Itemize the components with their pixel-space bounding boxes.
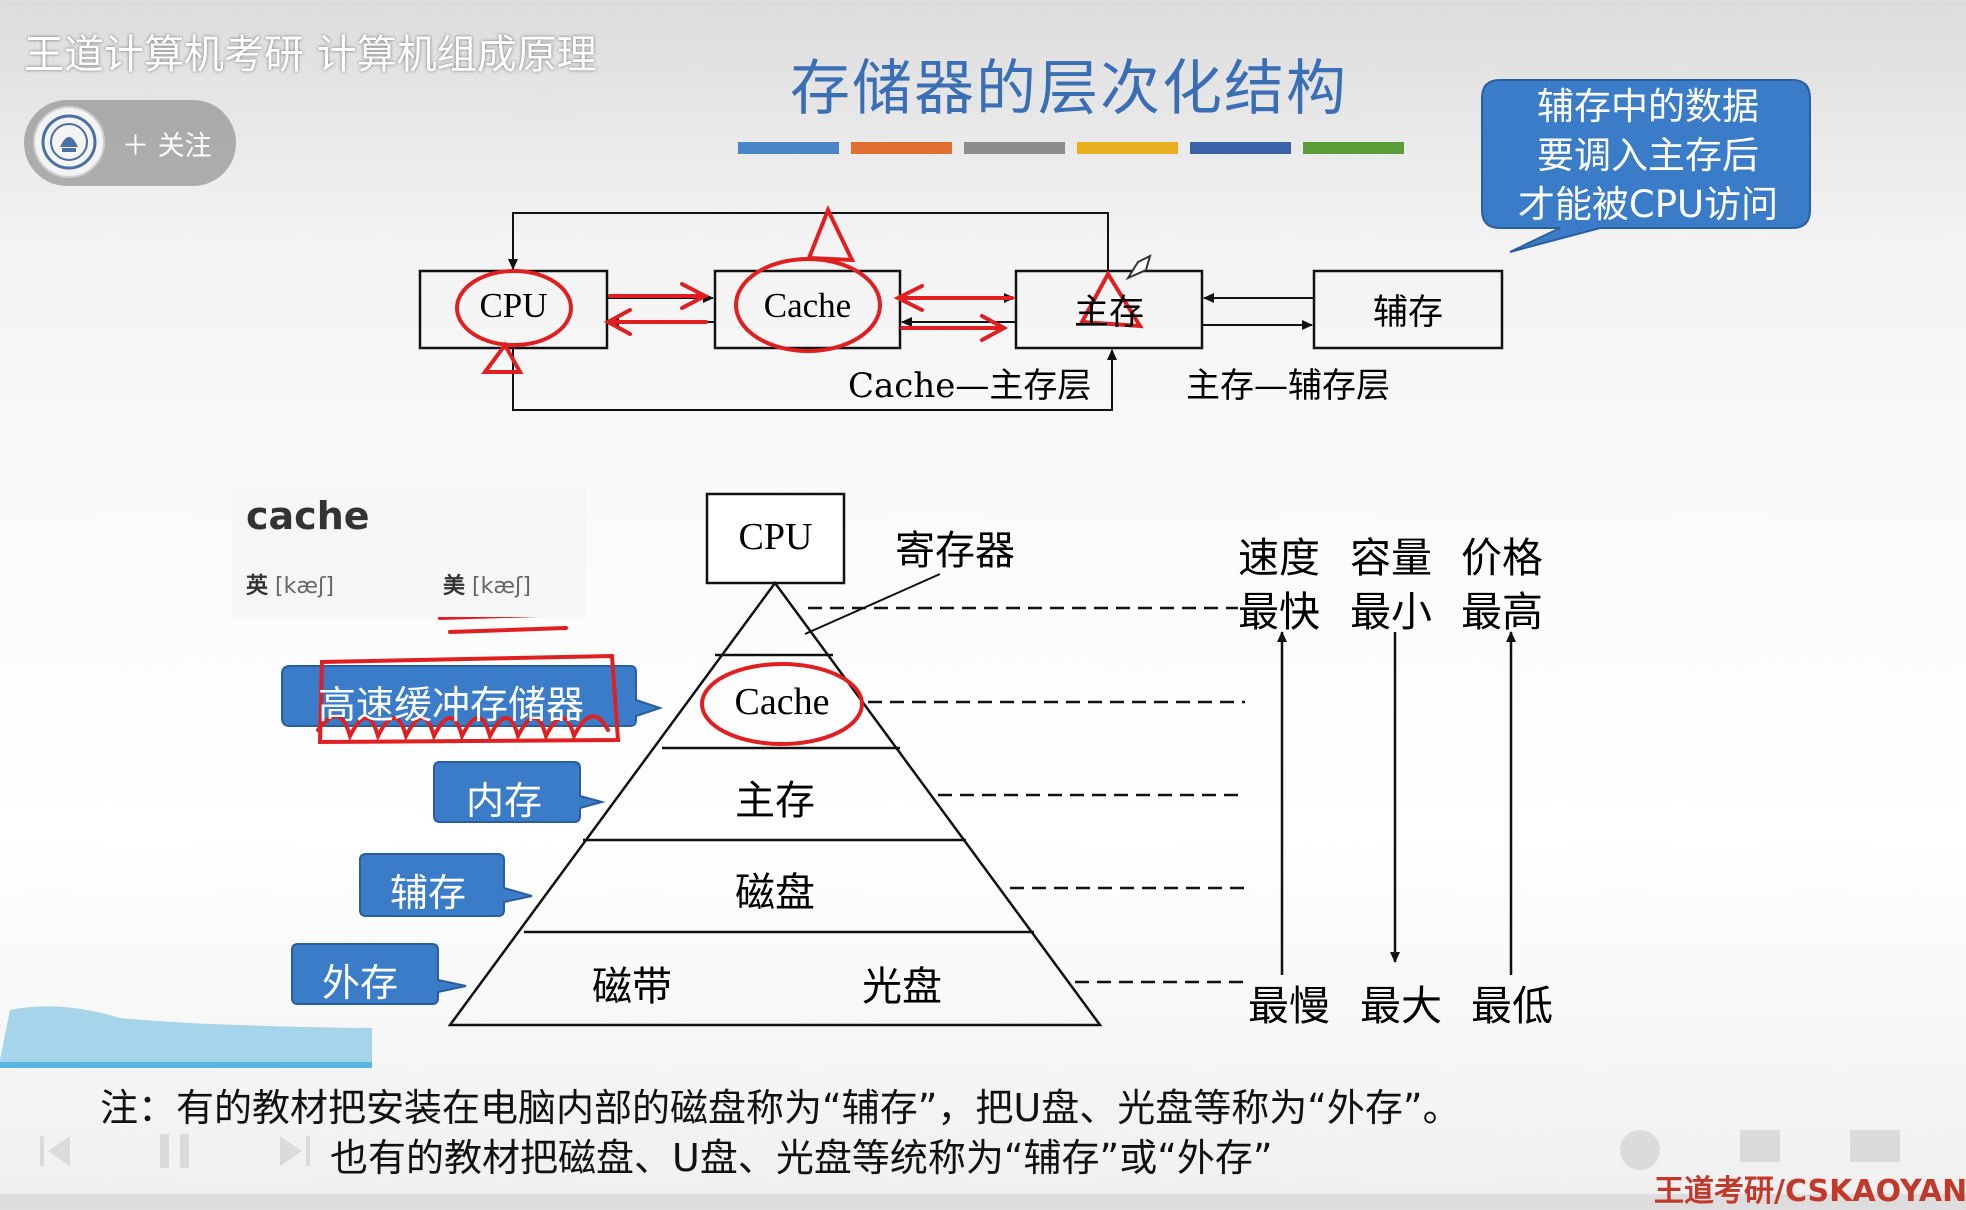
decorative-wave bbox=[0, 1006, 372, 1068]
pyramid-disk-label: 磁盘 bbox=[735, 870, 815, 916]
callout-line: 辅存中的数据 bbox=[1537, 85, 1759, 128]
cache-box-label: Cache bbox=[763, 286, 852, 325]
pyramid-cache-label: Cache bbox=[734, 681, 830, 723]
aux-tag-label: 辅存 bbox=[390, 871, 467, 915]
price-bottom: 最低 bbox=[1471, 982, 1553, 1030]
pyramid-cpu-label: CPU bbox=[738, 516, 813, 558]
pyramid-tape-label: 磁带 bbox=[592, 964, 672, 1010]
capacity-bottom: 最大 bbox=[1360, 982, 1442, 1030]
dashed-level-lines bbox=[808, 606, 1245, 984]
callout-line: 才能被CPU访问 bbox=[1517, 183, 1779, 226]
video-control-bar bbox=[40, 1130, 1900, 1170]
channel-avatar[interactable] bbox=[33, 106, 105, 178]
pyramid-cpu-box bbox=[705, 492, 846, 585]
title-underline-segment bbox=[1303, 142, 1404, 154]
cpu-to-main-bottom-path bbox=[512, 348, 1117, 411]
watermark: 王道考研/CSKAOYAN.COM bbox=[1654, 1174, 1966, 1209]
register-leader-line bbox=[804, 573, 941, 635]
main-tag-label: 内存 bbox=[466, 779, 543, 823]
school-emblem-icon bbox=[41, 114, 97, 170]
aux-storage-box-label: 辅存 bbox=[1372, 293, 1443, 333]
title-underline-segment bbox=[851, 142, 952, 154]
note-line-1: 注：有的教材把安装在电脑内部的磁盘称为“辅存”，把U盘、光盘等称为“外存”。 bbox=[100, 1086, 1461, 1130]
register-label: 寄存器 bbox=[895, 528, 1015, 574]
callout-bubble bbox=[1481, 79, 1811, 253]
ext-tag-label: 外存 bbox=[322, 961, 399, 1005]
dictionary-popup bbox=[232, 487, 586, 617]
us-pronunciation[interactable]: 美 [kæʃ] bbox=[443, 568, 531, 600]
price-header: 价格 bbox=[1461, 534, 1543, 582]
main-to-cpu-top-path bbox=[508, 212, 1109, 271]
pyramid-outline bbox=[447, 580, 1103, 1027]
blue-tags bbox=[281, 665, 664, 1005]
dictionary-word: cache bbox=[246, 494, 370, 538]
cpu-box-label: CPU bbox=[479, 286, 548, 325]
red-annotations-top bbox=[455, 205, 1144, 374]
cache-tag-label: 高速缓冲存储器 bbox=[318, 683, 585, 727]
title-underline-segment bbox=[964, 142, 1065, 154]
cache-main-layer-label: Cache—主存层 bbox=[848, 366, 1092, 406]
title-underline-segment bbox=[738, 142, 839, 154]
decorative-wave-bar bbox=[0, 1062, 372, 1068]
follow-button[interactable]: ＋ 关注 bbox=[122, 131, 212, 162]
price-top: 最高 bbox=[1461, 588, 1543, 636]
capacity-top: 最小 bbox=[1350, 588, 1432, 636]
title-underline-segment bbox=[1190, 142, 1291, 154]
speed-header: 速度 bbox=[1238, 534, 1320, 582]
capacity-header: 容量 bbox=[1350, 534, 1432, 582]
pyramid-optical-label: 光盘 bbox=[862, 964, 942, 1010]
note-line-2: 也有的教材把磁盘、U盘、光盘等统称为“辅存”或“外存” bbox=[330, 1136, 1273, 1180]
cache-box bbox=[713, 269, 902, 350]
speed-top: 最快 bbox=[1238, 588, 1320, 636]
title-underline-segment bbox=[1077, 142, 1178, 154]
video-title: 王道计算机考研 计算机组成原理 bbox=[24, 32, 597, 78]
main-memory-box-label: 主存 bbox=[1073, 293, 1144, 333]
speed-bottom: 最慢 bbox=[1248, 982, 1330, 1030]
main-aux-layer-label: 主存—辅存层 bbox=[1186, 366, 1390, 406]
uk-phonetic: [kæʃ] bbox=[275, 574, 334, 599]
aux-storage-box bbox=[1312, 269, 1504, 350]
slide-title: 存储器的层次化结构 bbox=[790, 54, 1348, 124]
callout-line: 要调入主存后 bbox=[1537, 134, 1759, 177]
pen-cursor-icon bbox=[1125, 254, 1152, 281]
uk-pronunciation[interactable]: 英 [kæʃ] bbox=[246, 568, 334, 600]
callout-text: 辅存中的数据 要调入主存后 才能被CPU访问 bbox=[1492, 82, 1804, 229]
pyramid-main-label: 主存 bbox=[735, 778, 815, 824]
uk-label: 英 bbox=[246, 574, 269, 599]
us-label: 美 bbox=[443, 574, 466, 599]
us-phonetic: [kæʃ] bbox=[472, 574, 531, 599]
